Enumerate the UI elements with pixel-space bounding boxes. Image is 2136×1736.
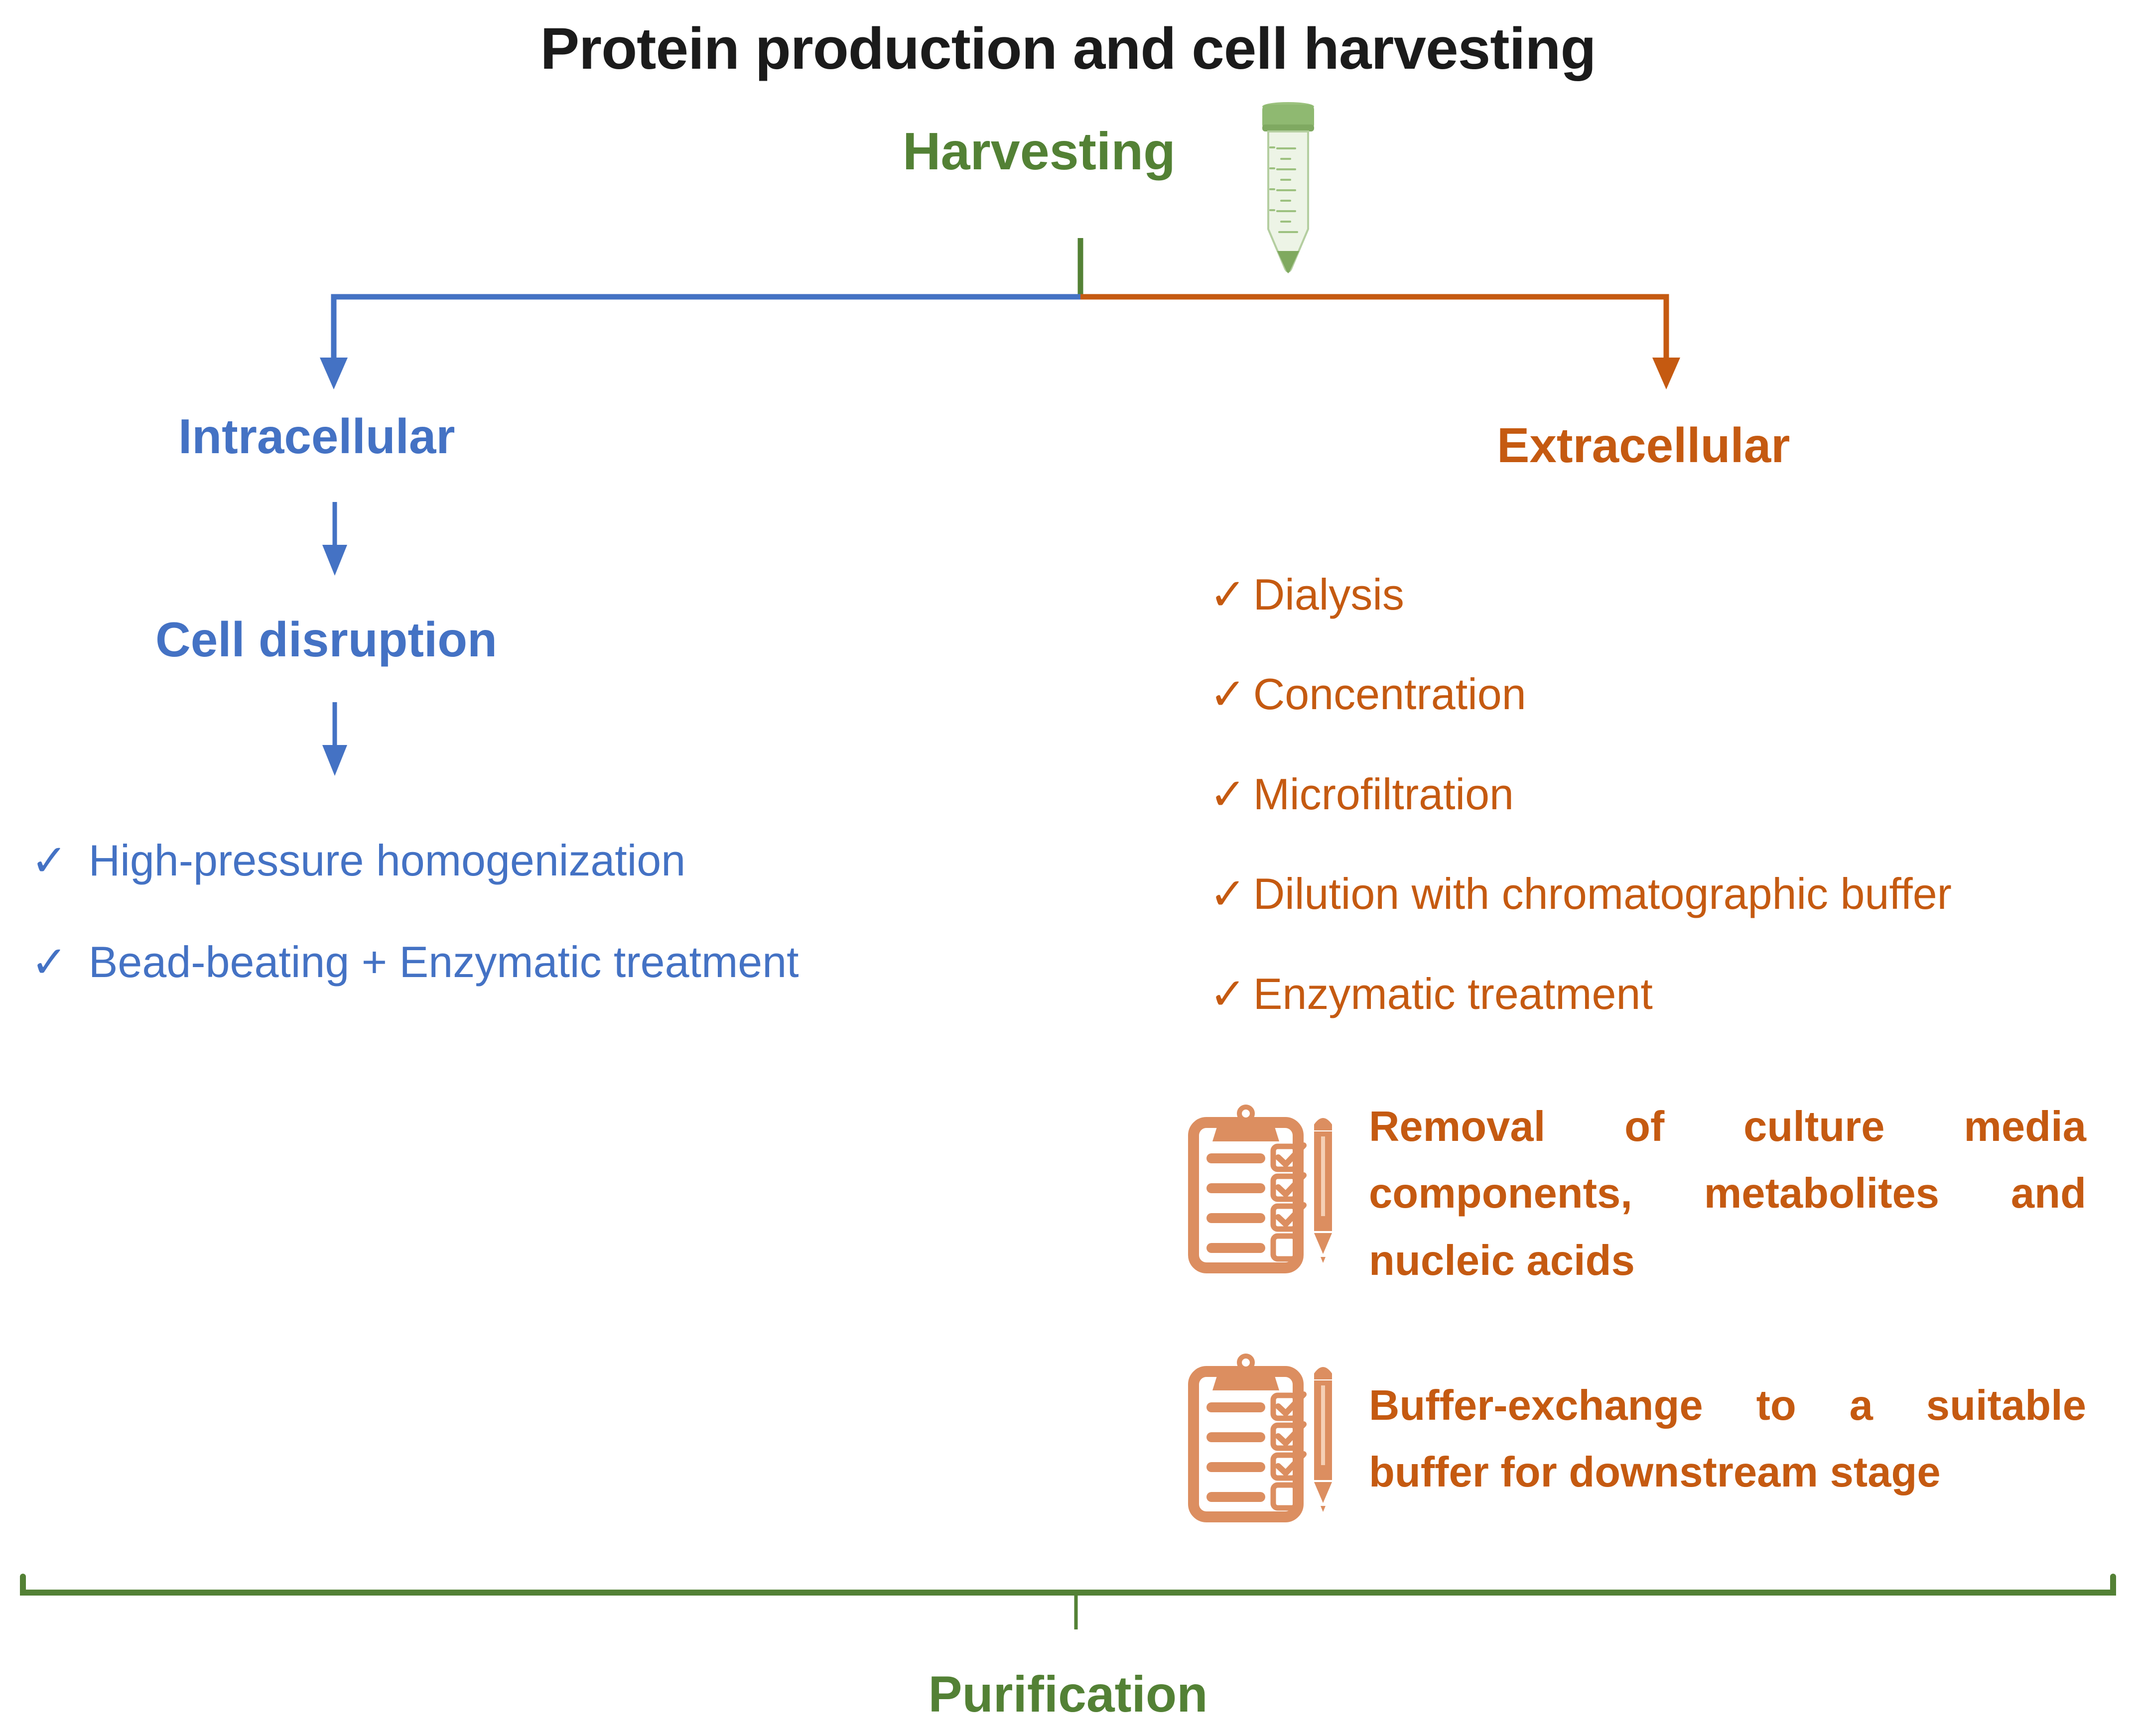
harvesting-label: Harvesting: [903, 122, 1176, 181]
intracellular-label: Intracellular: [178, 409, 455, 464]
list-item: ✓ Concentration: [1209, 671, 1952, 717]
list-item: ✓ Enzymatic treatment: [1209, 971, 1952, 1017]
check-icon: ✓: [31, 836, 68, 885]
list-item-label: High-pressure homogenization: [88, 836, 686, 885]
list-item-label: Concentration: [1253, 669, 1526, 719]
list-item-label: Dialysis: [1253, 570, 1404, 619]
purification-label: Purification: [928, 1666, 1208, 1723]
list-item: ✓ Microfiltration: [1209, 771, 1952, 817]
list-item-label: Enzymatic treatment: [1253, 969, 1653, 1018]
list-item: ✓ Dialysis: [1209, 570, 1952, 619]
check-icon: ✓: [31, 937, 68, 987]
intracellular-to-disruption-arrowhead: [322, 545, 347, 576]
pen-icon: [1314, 1367, 1332, 1512]
clipboard-rows: [1206, 1142, 1307, 1262]
tube-cap: [1262, 105, 1314, 129]
clipboard-clip: [1212, 1366, 1279, 1390]
page-title: Protein production and cell harvesting: [540, 16, 1596, 82]
check-icon: ✓: [1209, 669, 1246, 719]
note-removal-text: Removal of culture media components, met…: [1369, 1103, 2086, 1284]
intracellular-checklist: ✓ High-pressure homogenization ✓ Bead-be…: [31, 836, 799, 1041]
clipboard-checklist-icon: [1188, 1105, 1332, 1273]
list-item: ✓ Dilution with chromatographic buffer: [1209, 869, 1952, 919]
check-icon: ✓: [1209, 769, 1246, 819]
clipboard-clip: [1212, 1117, 1279, 1141]
extracellular-arrowhead: [1652, 358, 1680, 389]
tube-graduations: [1269, 146, 1298, 233]
list-item-label: Bead-beating + Enzymatic treatment: [88, 937, 799, 987]
check-icon: ✓: [1209, 969, 1246, 1018]
intracellular-arrowhead: [320, 358, 348, 389]
tube-tip-liquid: [1277, 251, 1299, 273]
check-icon: ✓: [1209, 869, 1246, 919]
cell-disruption-label: Cell disruption: [155, 612, 497, 667]
tube-cap-lip: [1262, 124, 1314, 131]
clipboard-clip-ring: [1237, 1354, 1255, 1371]
list-item: ✓ Bead-beating + Enzymatic treatment: [31, 939, 799, 985]
check-icon: ✓: [1209, 570, 1246, 619]
note-buffer-exchange-text: Buffer-exchange to a suitable buffer for…: [1369, 1382, 2086, 1496]
list-item: ✓ High-pressure homogenization: [31, 836, 799, 885]
falcon-tube-icon: [1262, 102, 1314, 273]
extracellular-checklist: ✓ Dialysis ✓ Concentration ✓ Microfiltra…: [1209, 570, 1952, 1071]
clipboard-rows: [1206, 1391, 1307, 1511]
extracellular-label: Extracellular: [1497, 418, 1790, 473]
pen-icon: [1314, 1118, 1332, 1263]
list-item-label: Dilution with chromatographic buffer: [1253, 869, 1952, 919]
clipboard-clip-ring: [1237, 1105, 1255, 1122]
extracellular-branch-line: [1080, 294, 1669, 361]
purification-bracket: [20, 1574, 2116, 1596]
list-item-label: Microfiltration: [1253, 769, 1514, 819]
disruption-to-methods-arrowhead: [322, 745, 347, 776]
intracellular-branch-line: [331, 294, 1080, 361]
clipboard-checklist-icon: [1188, 1354, 1332, 1522]
